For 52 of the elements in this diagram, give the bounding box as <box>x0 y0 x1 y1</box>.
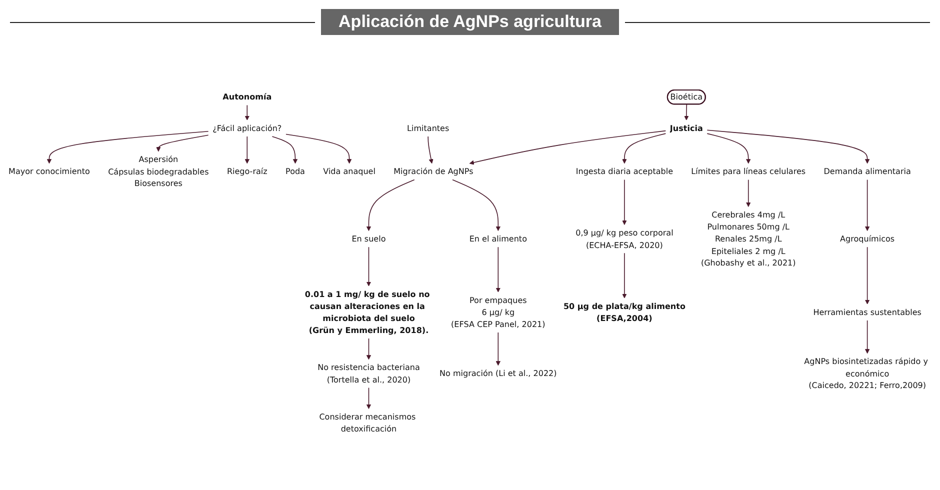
node-text: Migración de AgNPs <box>394 166 474 176</box>
node-text: Justicia <box>670 123 703 133</box>
arrow <box>622 133 666 164</box>
node-text: Ingesta diaria aceptable <box>576 166 673 176</box>
arrow <box>366 246 372 286</box>
node-text: Poda <box>286 166 305 176</box>
arrow <box>286 134 352 164</box>
node-text: 0,9 µg/ kg peso corporal (ECHA-EFSA, 2020) <box>576 228 674 250</box>
node-text: Vida anaquel <box>323 166 376 176</box>
arrow <box>272 136 298 164</box>
arrow <box>864 246 870 304</box>
arrow <box>469 130 666 165</box>
node-text: Autonomía <box>222 92 272 102</box>
arrow <box>244 136 250 164</box>
arrow <box>366 179 415 232</box>
node-text: Mayor conocimiento <box>8 166 90 176</box>
node-text: En el alimento <box>469 234 527 244</box>
arrow <box>746 179 751 207</box>
arrow <box>684 104 689 120</box>
node-text: No resistencia bacteriana (Tortella et al., 2020) <box>318 362 420 384</box>
node-text: ¿Fácil aplicación? <box>212 123 282 133</box>
arrow <box>864 320 870 354</box>
arrow <box>622 179 627 225</box>
node-text: Aspersión Cápsulas biodegradables Biosensores <box>108 154 209 188</box>
node-text: Límites para líneas celulares <box>691 166 806 176</box>
node-text: AgNPs biosintetizadas rápido y económico (Caicedo, 20221; Ferro,2009) <box>804 356 928 390</box>
arrow <box>366 338 372 360</box>
node-text: Demanda alimentaria <box>824 166 911 176</box>
arrow <box>156 134 209 152</box>
node-text: Herramientas sustentables <box>813 307 922 317</box>
node-text: No migración (Li et al., 2022) <box>440 368 557 378</box>
node-text: Limitantes <box>407 123 450 133</box>
arrow <box>452 179 500 232</box>
node-text: 0.01 a 1 mg/ kg de suelo no causan alteraciones en la microbiota del suelo (Grün y Emmerling, 2018). <box>304 289 430 336</box>
arrow <box>46 130 209 164</box>
node-text: En suelo <box>352 234 386 244</box>
arrow <box>428 136 434 164</box>
arrow <box>496 332 500 366</box>
title: Aplicación de AgNPs agricultura <box>320 9 620 35</box>
node-text: Por empaques 6 µg/ kg (EFSA CEP Panel, 2021) <box>451 295 546 329</box>
arrow <box>244 104 250 120</box>
node-text: Riego-raíz <box>226 166 268 176</box>
arrow <box>706 133 751 164</box>
arrow <box>864 179 870 232</box>
node-text: Agroquímicos <box>840 234 895 244</box>
arrow <box>496 246 500 292</box>
node-text: Cerebrales 4mg /L Pulmonares 50mg /L Renales 25mg /L Epiteliales 2 mg /L (Ghobashy et al., 2021) <box>700 210 796 268</box>
arrow <box>706 130 870 164</box>
arrow <box>366 387 372 409</box>
arrow <box>622 252 627 298</box>
node-text: 50 µg de plata/kg alimento (EFSA,2004) <box>563 301 686 323</box>
node-text: Considerar mecanismos detoxificación <box>319 412 416 434</box>
